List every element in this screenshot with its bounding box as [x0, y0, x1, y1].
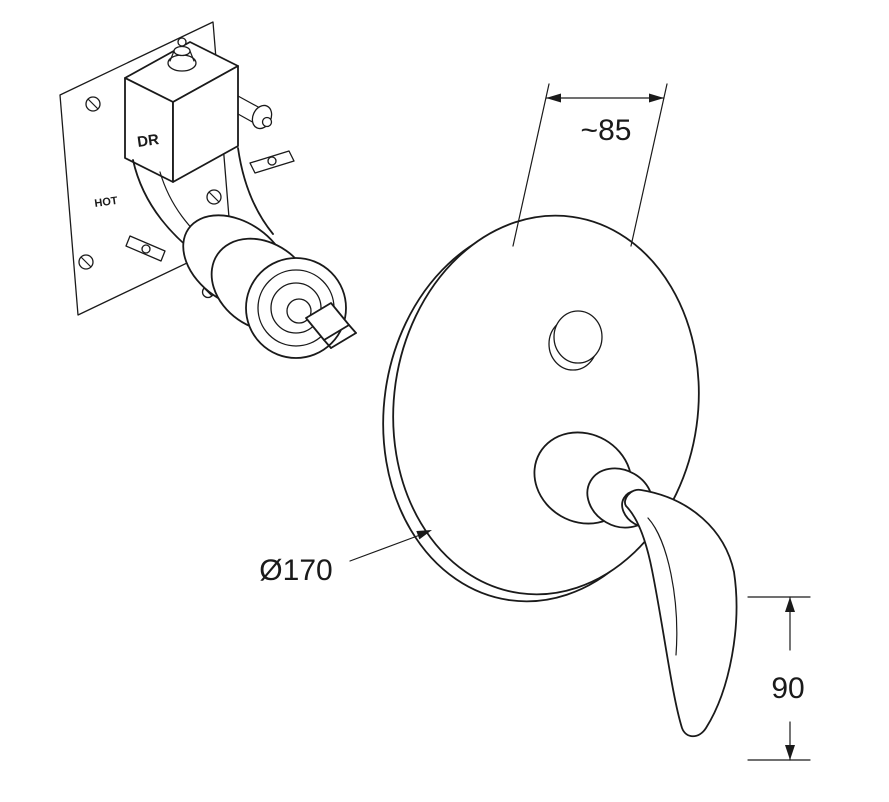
diverter-button — [548, 310, 603, 371]
arrowhead-up-icon — [785, 597, 795, 612]
leader-arrowhead-icon — [416, 530, 432, 540]
button-face — [553, 310, 603, 364]
dimension-label-diameter: Ø170 — [259, 554, 332, 587]
lever-handle — [624, 488, 738, 738]
outlet-plug-knob — [261, 116, 273, 128]
dimension-handle-length: 90 — [747, 596, 811, 761]
lever-ridge-line — [647, 517, 678, 656]
dimension-plate-diameter: Ø170 — [259, 530, 432, 587]
extension-line-right — [630, 83, 668, 247]
trim-set-drawing — [382, 214, 738, 738]
top-cap-stem — [173, 45, 191, 57]
extension-line-left — [512, 83, 550, 247]
screw-slot — [87, 98, 99, 110]
left-ear-hole — [141, 244, 151, 254]
lever-blade — [624, 488, 738, 738]
housing-side-face — [172, 65, 239, 183]
top-cap-knob — [177, 37, 187, 47]
valve-housing — [124, 37, 273, 183]
cartridge-hub — [286, 298, 312, 324]
valve-marking-hot: HOT — [94, 195, 119, 210]
arrowhead-down-icon — [785, 745, 795, 760]
screw-slot — [80, 256, 92, 268]
right-ear-hole — [267, 156, 277, 166]
valve-marking-dr: DR — [136, 131, 160, 151]
dimension-label-handle: 90 — [771, 672, 804, 705]
screw-slot — [208, 191, 220, 203]
arrowhead-right-icon — [649, 93, 664, 103]
dimension-label-depth: ~85 — [581, 114, 632, 147]
leader-line — [349, 534, 421, 562]
outlet-plug — [251, 104, 273, 130]
cartridge — [182, 214, 357, 359]
arrowhead-left-icon — [546, 93, 561, 103]
dimension-plate-depth: ~85 — [512, 83, 668, 247]
concealed-valve-body-drawing: DR HOT — [59, 21, 357, 359]
top-cap — [167, 54, 197, 72]
